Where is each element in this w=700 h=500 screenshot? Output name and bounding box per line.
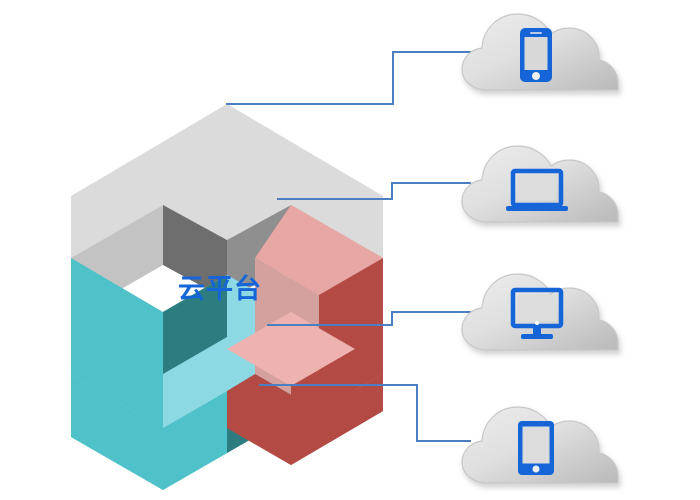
teal-inner-wall (163, 275, 227, 374)
teal-front-face-vertical (71, 375, 163, 490)
cloud-desktop[interactable] (461, 273, 619, 351)
tablet-icon (518, 421, 554, 475)
desktop-monitor-icon (510, 287, 564, 339)
connector-to-smartphone (226, 51, 471, 105)
cloud-tablet[interactable] (461, 406, 619, 484)
smartphone-icon (520, 28, 552, 82)
gray-top-face (71, 104, 383, 258)
hexagon-red-segment (227, 205, 383, 465)
red-bottom-front-face-2 (227, 374, 383, 465)
center-label: 云平台 (178, 274, 262, 305)
connector-to-desktop (267, 311, 471, 326)
cloud-laptop[interactable] (461, 145, 619, 223)
laptop-icon (506, 168, 568, 211)
cloud-smartphone[interactable] (461, 13, 619, 91)
connector-to-tablet (259, 384, 471, 442)
red-bottom-end-cap (291, 349, 355, 448)
gray-inner-wall-left (163, 205, 227, 300)
teal-outer-left-face (71, 258, 163, 428)
red-top-face-upper-2 (255, 205, 383, 295)
connector-to-laptop (277, 182, 471, 200)
